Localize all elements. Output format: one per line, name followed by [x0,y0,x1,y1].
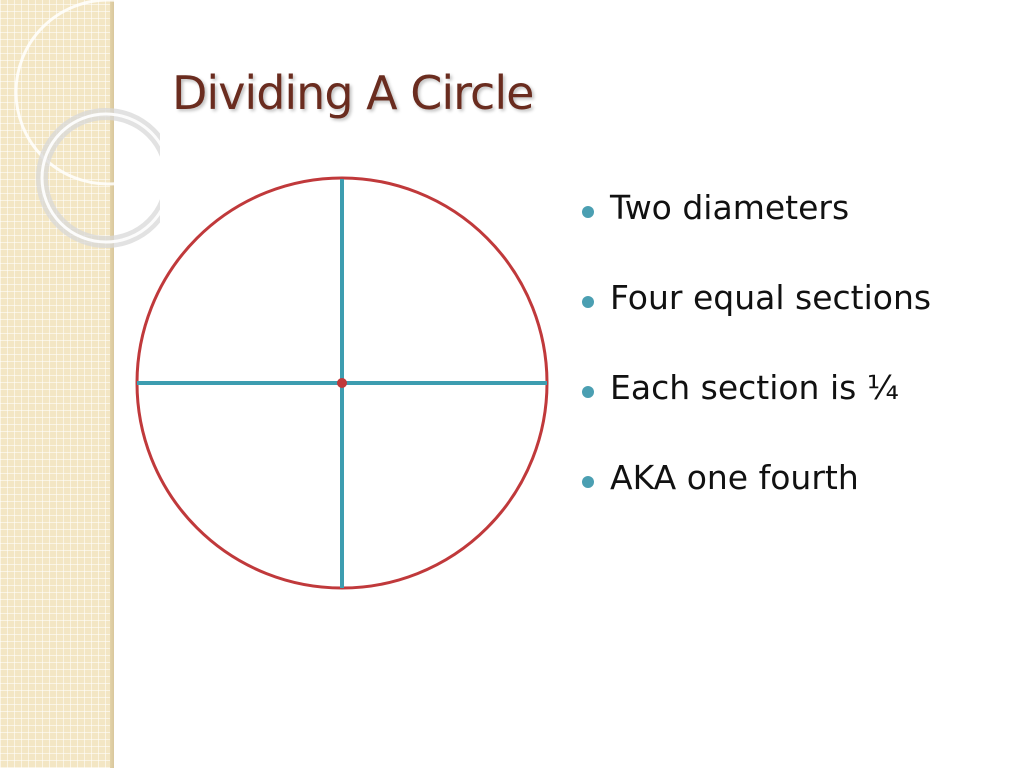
bullet-text: Two diameters [610,188,850,227]
bullet-list: Two diameters Four equal sections Each s… [580,188,1010,548]
bullet-item: Two diameters [580,188,1010,278]
bullet-icon [582,296,594,308]
side-decoration-band [0,0,114,768]
decorative-rings-icon [14,0,160,248]
bullet-item: Four equal sections [580,278,1010,368]
center-point [337,378,347,388]
bullet-item: Each section is ¼ [580,368,1010,458]
bullet-text: Each section is ¼ [610,368,899,407]
bullet-icon [582,386,594,398]
side-band-edge [110,0,114,768]
bullet-text: AKA one fourth [610,458,859,497]
divided-circle-diagram [135,176,549,590]
bullet-icon [582,206,594,218]
slide-title: Dividing A Circle [172,66,534,120]
bullet-text: Four equal sections [610,278,932,317]
bullet-item: AKA one fourth [580,458,1010,548]
bullet-icon [582,476,594,488]
